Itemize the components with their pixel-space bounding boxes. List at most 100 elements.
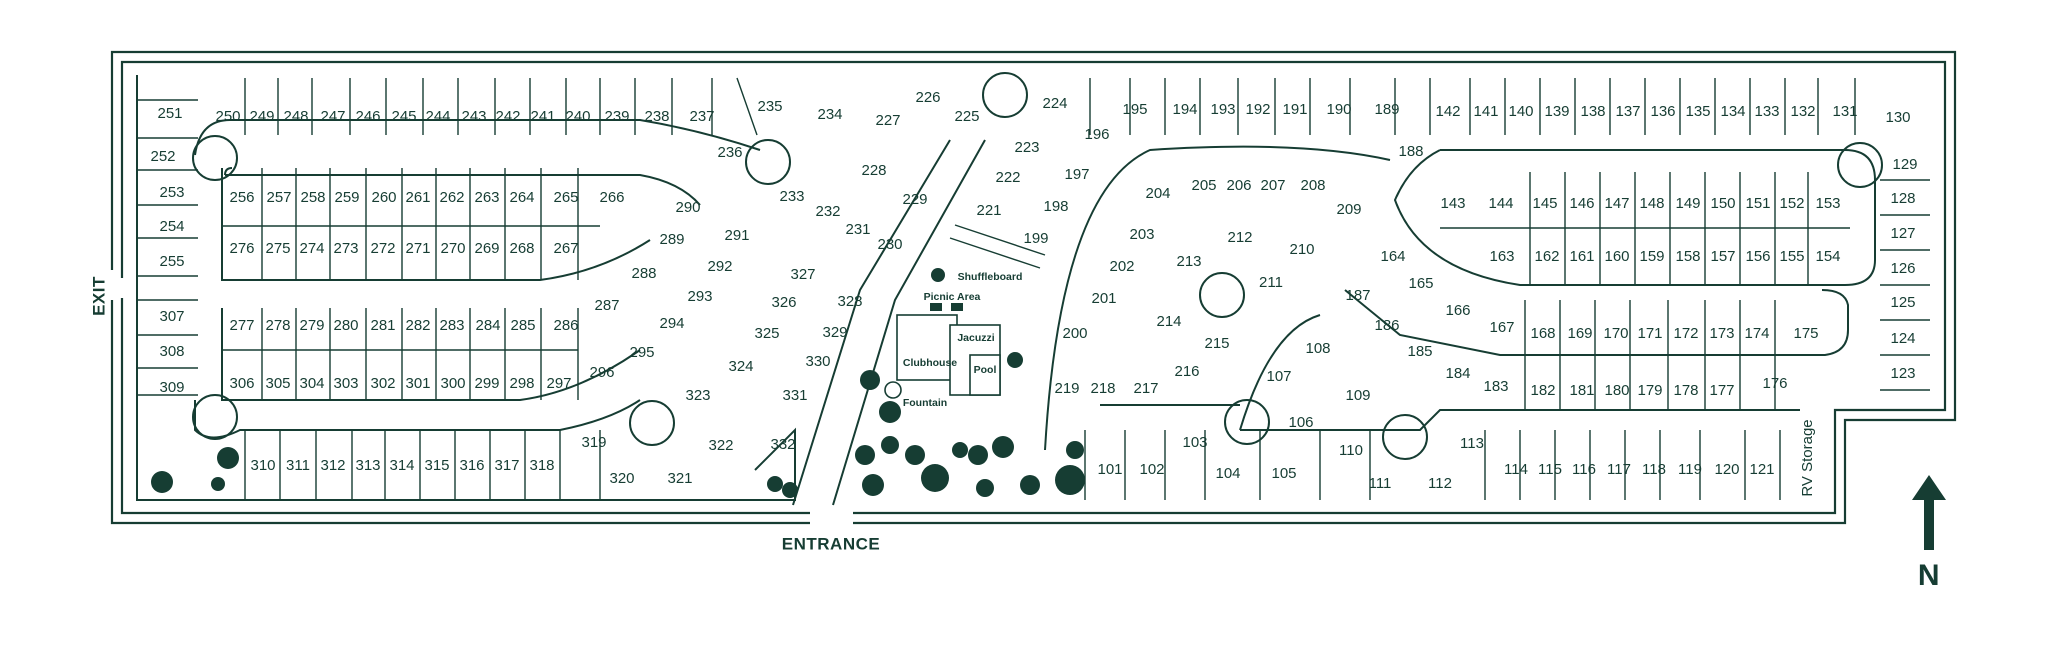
lot-208: 208 <box>1300 177 1325 194</box>
lot-135: 135 <box>1685 103 1710 120</box>
lot-311: 311 <box>286 457 310 474</box>
lot-167: 167 <box>1489 319 1514 336</box>
cul-de-sac <box>192 394 238 440</box>
lot-324: 324 <box>728 358 753 375</box>
lot-129: 129 <box>1892 156 1917 173</box>
lot-198: 198 <box>1043 198 1068 215</box>
lot-259: 259 <box>334 189 359 206</box>
tree-icon <box>931 268 945 282</box>
lot-263: 263 <box>474 189 499 206</box>
lot-197: 197 <box>1064 166 1089 183</box>
lot-127: 127 <box>1890 225 1915 242</box>
lot-293: 293 <box>687 288 712 305</box>
lot-275: 275 <box>265 240 290 257</box>
lot-236: 236 <box>717 144 742 161</box>
lot-280: 280 <box>333 317 358 334</box>
lot-332: 332 <box>770 436 795 453</box>
lot-308: 308 <box>159 343 184 360</box>
lot-172: 172 <box>1673 325 1698 342</box>
clubhouse-building <box>896 314 958 381</box>
lot-139: 139 <box>1544 103 1569 120</box>
lot-178: 178 <box>1673 382 1698 399</box>
lot-248: 248 <box>283 108 308 125</box>
lot-183: 183 <box>1483 378 1508 395</box>
lot-257: 257 <box>266 189 291 206</box>
picnic-table-icon <box>930 303 942 311</box>
exit-label: EXIT <box>89 276 108 316</box>
lot-258: 258 <box>300 189 325 206</box>
lot-113: 113 <box>1460 435 1484 452</box>
lot-151: 151 <box>1745 195 1770 212</box>
boundary-wall <box>110 50 1957 525</box>
lot-267: 267 <box>553 240 578 257</box>
lot-282: 282 <box>405 317 430 334</box>
lot-268: 268 <box>509 240 534 257</box>
pool <box>969 354 1001 396</box>
lot-144: 144 <box>1488 195 1513 212</box>
cul-de-sac <box>629 400 675 446</box>
lot-171: 171 <box>1637 325 1662 342</box>
lot-117: 117 <box>1607 461 1631 478</box>
lot-221: 221 <box>976 202 1001 219</box>
lot-154: 154 <box>1815 248 1840 265</box>
lot-121: 121 <box>1749 461 1774 478</box>
tree-icon <box>1066 441 1084 459</box>
lot-233: 233 <box>779 188 804 205</box>
lot-231: 231 <box>845 221 870 238</box>
lot-274: 274 <box>299 240 324 257</box>
lot-158: 158 <box>1675 248 1700 265</box>
lot-214: 214 <box>1156 313 1181 330</box>
lot-238: 238 <box>644 108 669 125</box>
cul-de-sac <box>1837 142 1883 188</box>
lot-216: 216 <box>1174 363 1199 380</box>
lot-250: 250 <box>215 108 240 125</box>
lot-207: 207 <box>1260 177 1285 194</box>
lot-321: 321 <box>667 470 692 487</box>
tree-icon <box>855 445 875 465</box>
lot-185: 185 <box>1407 343 1432 360</box>
cul-de-sac <box>1382 414 1428 460</box>
tree-icon <box>862 474 884 496</box>
lot-225: 225 <box>954 108 979 125</box>
fountain-label: Fountain <box>903 397 947 409</box>
tree-icon <box>767 476 783 492</box>
lot-148: 148 <box>1639 195 1664 212</box>
lot-202: 202 <box>1109 258 1134 275</box>
tree-icon <box>976 479 994 497</box>
lot-304: 304 <box>299 375 324 392</box>
picnic-area-label: Picnic Area <box>924 291 981 303</box>
lot-327: 327 <box>790 266 815 283</box>
lot-133: 133 <box>1754 103 1779 120</box>
lot-110: 110 <box>1339 442 1363 459</box>
lot-106: 106 <box>1288 414 1313 431</box>
lot-313: 313 <box>355 457 380 474</box>
lot-140: 140 <box>1508 103 1533 120</box>
lot-143: 143 <box>1440 195 1465 212</box>
lot-284: 284 <box>475 317 500 334</box>
lot-322: 322 <box>708 437 733 454</box>
lot-141: 141 <box>1473 103 1498 120</box>
lot-156: 156 <box>1745 248 1770 265</box>
tree-icon <box>921 464 949 492</box>
tree-icon <box>992 436 1014 458</box>
lot-329: 329 <box>822 324 847 341</box>
lot-260: 260 <box>371 189 396 206</box>
lot-291: 291 <box>724 227 749 244</box>
lot-273: 273 <box>333 240 358 257</box>
lot-162: 162 <box>1534 248 1559 265</box>
lot-228: 228 <box>861 162 886 179</box>
cul-de-sac <box>982 72 1028 118</box>
lot-229: 229 <box>902 191 927 208</box>
lot-285: 285 <box>510 317 535 334</box>
cul-de-sac <box>1199 272 1245 318</box>
lot-213: 213 <box>1176 253 1201 270</box>
lot-297: 297 <box>546 375 571 392</box>
lot-186: 186 <box>1374 317 1399 334</box>
lot-227: 227 <box>875 112 900 129</box>
lot-303: 303 <box>333 375 358 392</box>
lot-252: 252 <box>150 148 175 165</box>
lot-155: 155 <box>1779 248 1804 265</box>
entrance-label: ENTRANCE <box>782 534 880 553</box>
lot-152: 152 <box>1779 195 1804 212</box>
